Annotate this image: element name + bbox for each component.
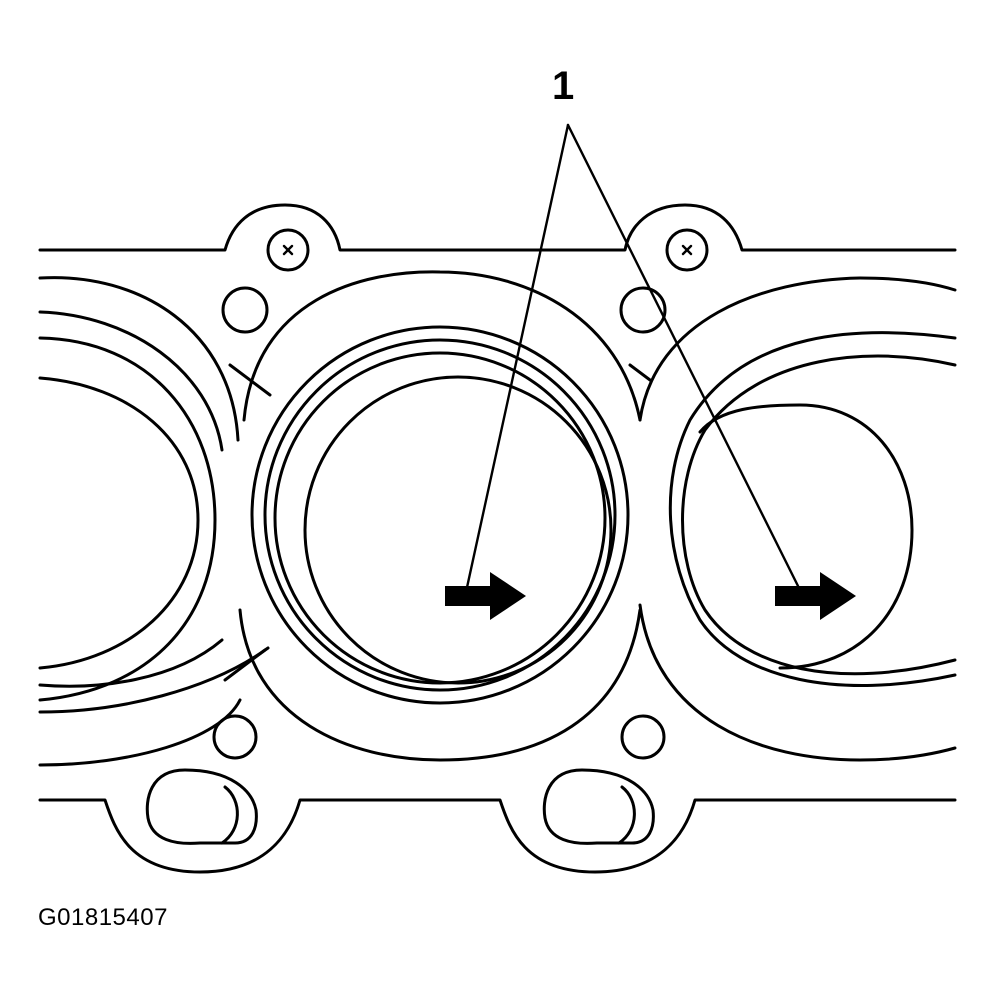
- slot-hole-lower-right: [542, 768, 655, 845]
- cylinder-bore-right: [638, 276, 957, 762]
- cylinder-bore-left: [38, 276, 270, 767]
- bolt-hole-top-right: [665, 228, 709, 272]
- figure-id-label: G01815407: [38, 904, 168, 931]
- passage-hole-upper-right: [619, 286, 667, 334]
- slot-hole-lower-left: [145, 768, 258, 845]
- direction-arrow-center: [445, 572, 526, 620]
- direction-arrow-right: [775, 572, 856, 620]
- web-line-right: [628, 363, 652, 382]
- callout-leader-line-right: [566, 123, 802, 592]
- passage-hole-lower-left: [212, 714, 258, 760]
- callout-number: 1: [552, 64, 575, 108]
- passage-hole-lower-right: [620, 714, 666, 760]
- web-line-left: [228, 363, 272, 397]
- gasket-bottom-edge: [38, 798, 957, 874]
- callout-leader-line-center: [464, 123, 570, 594]
- web-line-left-lower: [223, 648, 267, 682]
- gasket-top-edge: [38, 203, 957, 252]
- cylinder-bore-center: [238, 270, 642, 762]
- passage-hole-upper-left: [221, 286, 269, 334]
- bolt-hole-top-left: [266, 228, 310, 272]
